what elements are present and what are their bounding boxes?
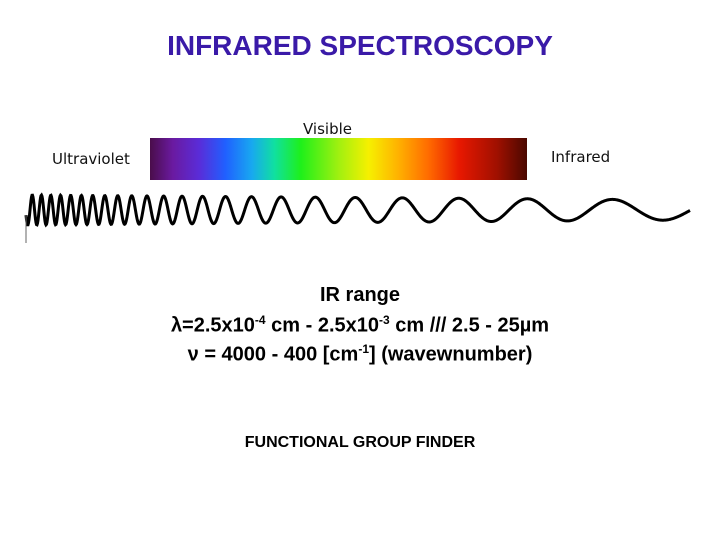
visible-label: Visible	[303, 120, 352, 138]
wavenumber-prefix: ν = 4000 - 400 [cm	[188, 344, 359, 366]
wavenumber-suffix: ] (wavewnumber)	[369, 344, 532, 366]
functional-group-finder: FUNCTIONAL GROUP FINDER	[0, 434, 720, 452]
wavenumber-range: ν = 4000 - 400 [cm-1] (wavewnumber)	[0, 342, 720, 367]
em-wave-line	[26, 195, 690, 225]
wavelength-range: λ=2.5x10-4 cm - 2.5x10-3 cm /// 2.5 - 25…	[0, 313, 720, 338]
wavelength-mid: cm - 2.5x10	[266, 315, 379, 337]
wavelength-exponent-2: -3	[379, 313, 390, 327]
wavelength-prefix: λ=2.5x10	[171, 315, 255, 337]
em-wave	[0, 175, 720, 245]
wavenumber-exponent: -1	[358, 342, 369, 356]
ir-range-title: IR range	[0, 284, 720, 307]
visible-spectrum-bar	[150, 138, 527, 180]
wavelength-suffix: cm /// 2.5 - 25µm	[390, 315, 549, 337]
wavelength-exponent-1: -4	[255, 313, 266, 327]
slide-title: INFRARED SPECTROSCOPY	[0, 30, 720, 62]
infrared-label: Infrared	[551, 148, 610, 166]
ultraviolet-label: Ultraviolet	[52, 150, 130, 168]
